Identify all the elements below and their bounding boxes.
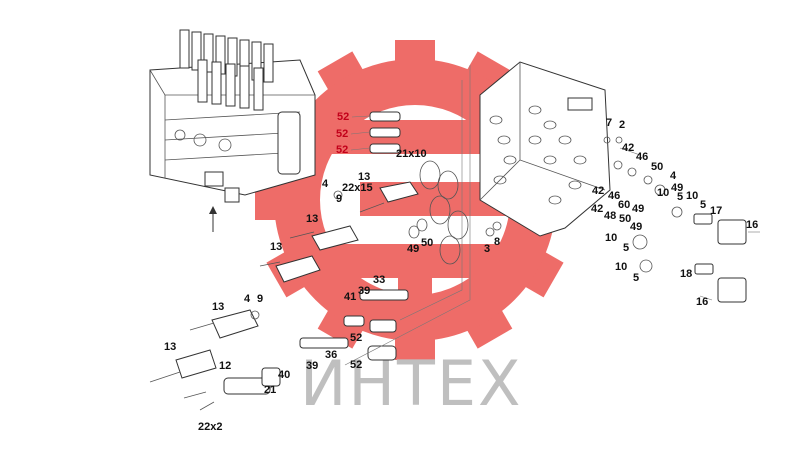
watermark-text: ИНТЕХ: [300, 347, 523, 420]
callout-c50a: 50: [651, 161, 663, 173]
callout-c52d: 52: [350, 332, 362, 344]
callout-c5c: 5: [623, 242, 629, 254]
callout-c4a: 4: [670, 170, 677, 182]
callout-c39a: 39: [358, 285, 370, 297]
callout-c42a: 42: [622, 142, 634, 154]
callout-c40: 40: [278, 369, 290, 381]
callout-c46a: 46: [636, 151, 648, 163]
leader-lines: [344, 65, 760, 366]
callout-c13d: 13: [212, 301, 224, 313]
callout-c49d: 49: [407, 243, 419, 255]
callout-c39b: 39: [306, 360, 318, 372]
callout-c48: 48: [604, 210, 616, 222]
callout-c42c: 42: [591, 203, 603, 215]
callout-c21x10: 21x10: [396, 148, 427, 160]
callout-c21: 21: [264, 384, 276, 396]
callout-c50b: 50: [619, 213, 631, 225]
gear-stem: [398, 270, 432, 342]
solenoid-stack: [179, 29, 274, 111]
callout-c16a: 16: [746, 219, 758, 231]
callout-c52a: 52: [337, 111, 349, 123]
callout-c41: 41: [344, 291, 356, 303]
callout-c10b: 10: [686, 190, 698, 202]
callout-c36: 36: [325, 349, 337, 361]
callout-c8: 8: [494, 236, 500, 248]
callout-c2: 2: [619, 119, 625, 131]
callout-c33: 33: [373, 274, 385, 286]
callout-c5d: 5: [633, 272, 639, 284]
callout-c10d: 10: [615, 261, 627, 273]
callout-c22x2: 22x2: [198, 421, 222, 433]
valve-ports: [489, 105, 587, 205]
callout-c60: 60: [618, 199, 630, 211]
callout-c52b: 52: [336, 128, 348, 140]
callout-c13b: 13: [306, 213, 318, 225]
callout-c7: 7: [606, 117, 612, 129]
callout-c49b: 49: [632, 203, 644, 215]
callout-c52e: 52: [350, 359, 362, 371]
callout-c4c: 4: [244, 293, 251, 305]
view-direction-arrow: [209, 206, 217, 232]
callout-c9b: 9: [257, 293, 263, 305]
callout-c17: 17: [710, 205, 722, 217]
assembled-valve-block: [149, 29, 316, 203]
callout-c10a: 10: [657, 187, 669, 199]
callout-c4b: 4: [322, 178, 329, 190]
callout-c13c: 13: [270, 241, 282, 253]
callout-c13a: 13: [358, 171, 370, 183]
callout-c50c: 50: [421, 237, 433, 249]
callout-c5b: 5: [700, 199, 706, 211]
callout-c42b: 42: [592, 185, 604, 197]
callout-c52c: 52: [336, 144, 348, 156]
callout-c12: 12: [219, 360, 231, 372]
callout-c49a: 49: [671, 182, 683, 194]
callout-c49c: 49: [630, 221, 642, 233]
valve-body: [479, 61, 611, 237]
right-side-parts: [603, 136, 747, 303]
callout-c22x15: 22x15: [342, 182, 373, 194]
callout-c9a: 9: [336, 193, 342, 205]
callout-c5a: 5: [677, 191, 683, 203]
exploded-parts: [149, 111, 502, 411]
callout-c10c: 10: [605, 232, 617, 244]
callout-c13e: 13: [164, 341, 176, 353]
callout-c3: 3: [484, 243, 490, 255]
callout-c18: 18: [680, 268, 692, 280]
callout-c46b: 46: [608, 190, 620, 202]
callout-c16b: 16: [696, 296, 708, 308]
